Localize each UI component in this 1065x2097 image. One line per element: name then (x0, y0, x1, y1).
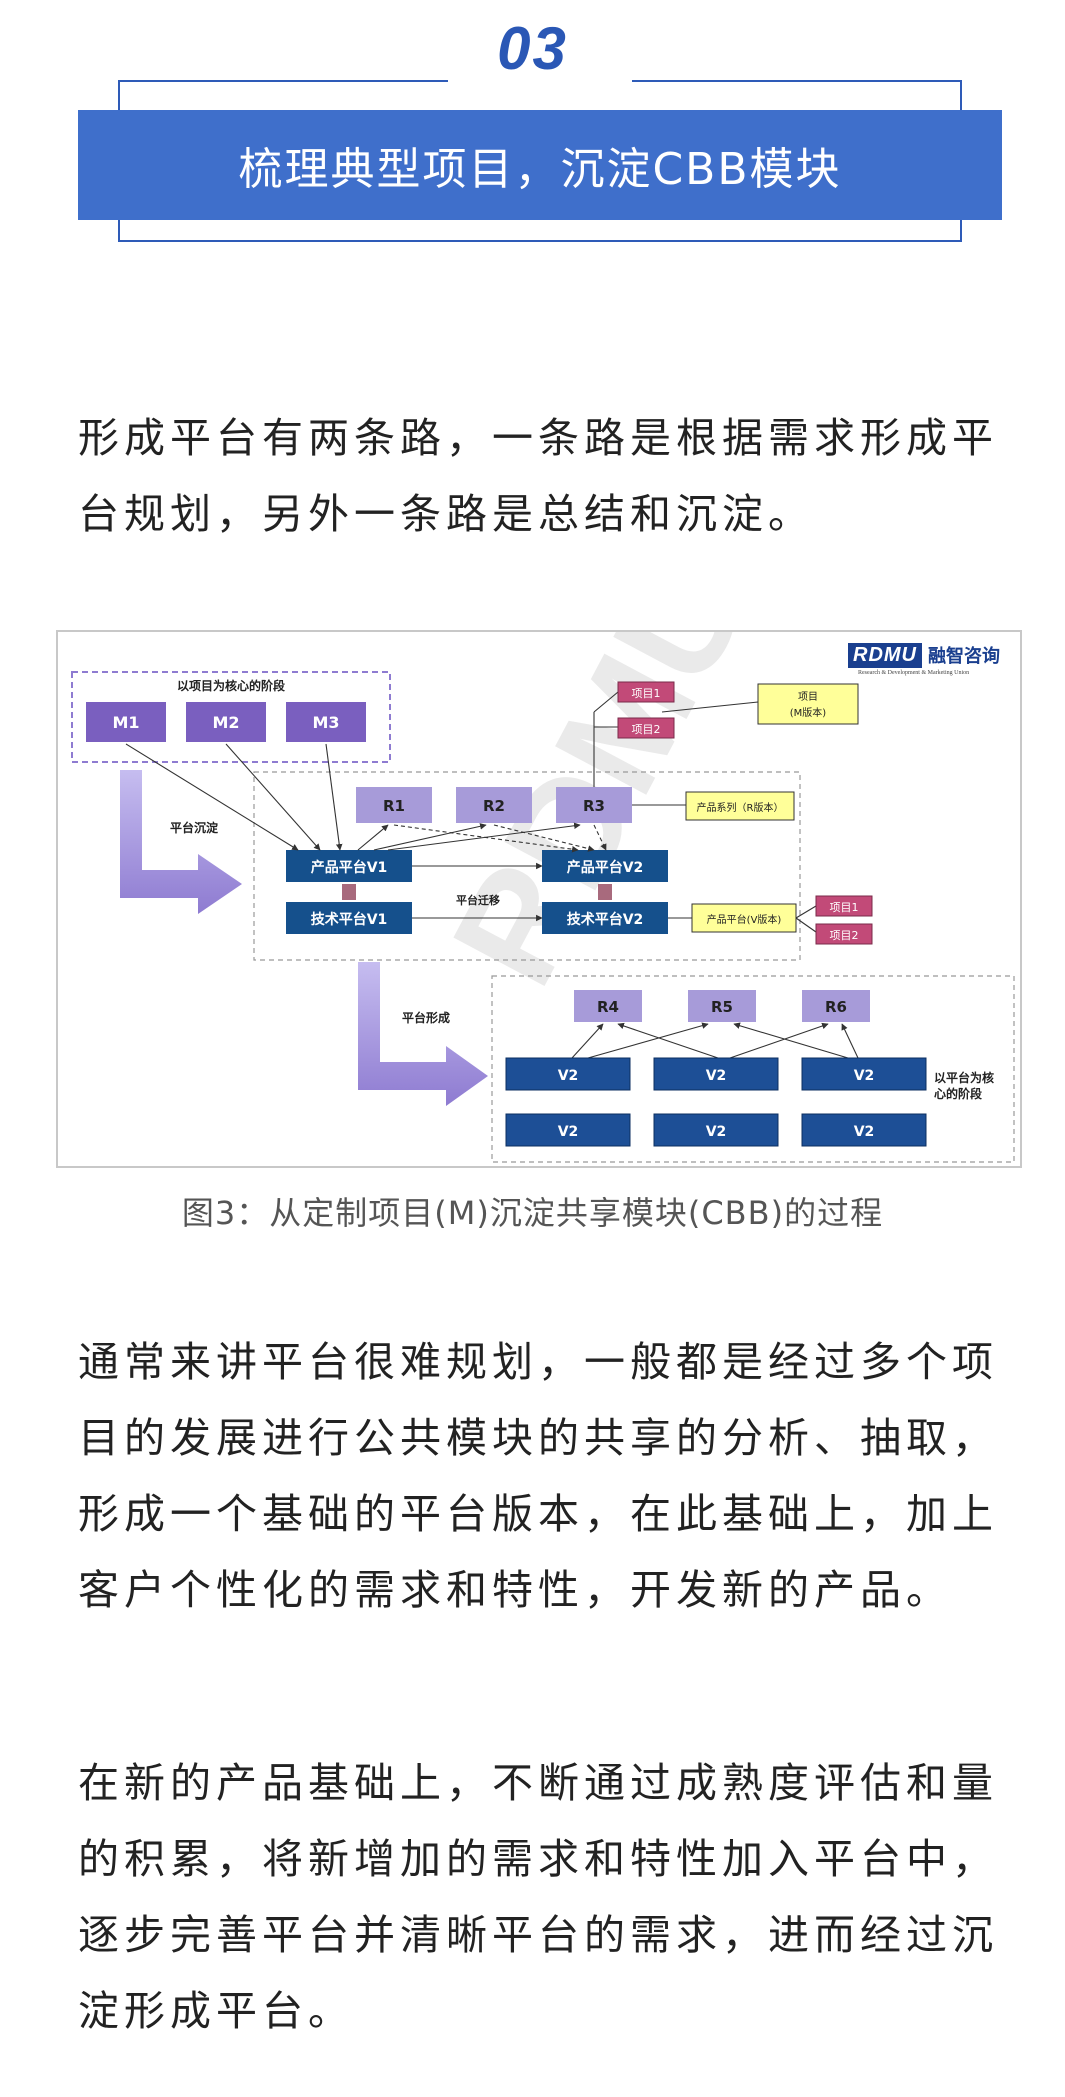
figure-caption: 图3：从定制项目(M)沉淀共享模块(CBB)的过程 (181, 1194, 884, 1232)
v-box-4: V2 (505, 1113, 631, 1147)
m-box-2: M2 (186, 702, 266, 742)
stage-platform-label-1: 以平台为核 (934, 1070, 994, 1085)
frame-line-bottom (118, 240, 962, 242)
svg-text:R3: R3 (583, 797, 605, 815)
svg-text:R1: R1 (383, 797, 405, 815)
svg-text:技术平台V2: 技术平台V2 (567, 911, 644, 928)
note-project-m: 项目 (M版本) (757, 683, 859, 725)
logo-subtitle: Research & Development & Marketing Union (858, 670, 970, 676)
tech-platform-v1: 技术平台V1 (286, 902, 412, 934)
diagram-figure: RDMU 以项目为核心的阶段 M1 M2 M3 平台沉淀 R1 R2 (56, 630, 1022, 1168)
section-number: 03 (497, 15, 568, 82)
m-box-1: M1 (86, 702, 166, 742)
stage-center-frame (253, 771, 801, 961)
note-product-platform: 产品平台(V版本) (691, 903, 797, 933)
paragraph-platform-formation: 在新的产品基础上，不断通过成熟度评估和量的积累，将新增加的需求和特性加入平台中，… (78, 1759, 998, 2035)
svg-text:V2: V2 (706, 1068, 727, 1084)
svg-text:V2: V2 (854, 1068, 875, 1084)
formation-label: 平台形成 (402, 1010, 450, 1025)
frame-line-top-right (632, 80, 962, 82)
svg-text:项目: 项目 (798, 691, 818, 703)
r-box-2: R2 (456, 787, 532, 823)
formation-arrow (358, 962, 488, 1106)
project-tag-right-1: 项目1 (815, 895, 873, 917)
migration-label: 平台迁移 (456, 893, 500, 907)
svg-text:产品平台V1: 产品平台V1 (311, 859, 388, 876)
sediment-arrow (120, 770, 242, 914)
link-arrow-v1 (342, 884, 356, 900)
svg-text:V2: V2 (854, 1124, 875, 1140)
product-platform-v1: 产品平台V1 (286, 850, 412, 882)
paragraph-intro: 形成平台有两条路，一条路是根据需求形成平台规划，另外一条路是总结和沉淀。 (78, 414, 998, 538)
link-arrow-v2 (598, 884, 612, 900)
svg-text:项目1: 项目1 (830, 901, 859, 914)
svg-text:技术平台V1: 技术平台V1 (311, 911, 388, 928)
svg-text:V2: V2 (706, 1124, 727, 1140)
v-box-6: V2 (801, 1113, 927, 1147)
r-box-1: R1 (356, 787, 432, 823)
svg-text:R6: R6 (825, 998, 847, 1016)
m-box-3: M3 (286, 702, 366, 742)
svg-text:M2: M2 (212, 713, 239, 732)
svg-text:产品平台(V版本): 产品平台(V版本) (707, 913, 782, 926)
logo-box-text: RDMU (848, 642, 922, 668)
project-tag-top-1: 项目1 (617, 681, 675, 703)
project-tag-top-2: 项目2 (617, 717, 675, 739)
svg-text:V2: V2 (558, 1068, 579, 1084)
svg-text:项目2: 项目2 (830, 929, 859, 942)
paragraph-platform-planning: 通常来讲平台很难规划，一般都是经过多个项目的发展进行公共模块的共享的分析、抽取，… (78, 1338, 998, 1614)
v-r-connectors (571, 1022, 859, 1059)
note-product-series: 产品系列（R版本） (685, 791, 795, 821)
v-box-5: V2 (653, 1113, 779, 1147)
stage-project-label: 以项目为核心的阶段 (177, 678, 286, 693)
section-title: 梳理典型项目，沉淀CBB模块 (78, 110, 1002, 220)
svg-text:M3: M3 (312, 713, 339, 732)
svg-text:项目2: 项目2 (632, 723, 661, 736)
v-box-2: V2 (653, 1057, 779, 1091)
svg-text:产品系列（R版本）: 产品系列（R版本） (697, 801, 784, 814)
stage-project-frame (71, 671, 391, 763)
sediment-label: 平台沉淀 (170, 820, 219, 835)
svg-text:(M版本): (M版本) (790, 706, 827, 719)
svg-text:项目1: 项目1 (632, 687, 661, 700)
svg-text:产品平台V2: 产品平台V2 (567, 859, 644, 876)
svg-text:M1: M1 (112, 713, 139, 732)
r-box-5: R5 (688, 990, 756, 1022)
svg-text:R4: R4 (597, 998, 619, 1016)
diagram-svg: RDMU 以项目为核心的阶段 M1 M2 M3 平台沉淀 R1 R2 (71, 632, 1015, 1163)
r-box-3: R3 (556, 787, 632, 823)
frame-line-top-left (118, 80, 448, 82)
connector-lines (125, 691, 817, 933)
r-box-4: R4 (574, 990, 642, 1022)
v-box-1: V2 (505, 1057, 631, 1091)
v-box-3: V2 (801, 1057, 927, 1091)
rdmu-logo: RDMU 融智咨询 (848, 640, 1000, 670)
tech-platform-v2: 技术平台V2 (542, 902, 668, 934)
svg-text:V2: V2 (558, 1124, 579, 1140)
logo-chinese-text: 融智咨询 (928, 646, 1000, 667)
svg-text:R5: R5 (711, 998, 733, 1016)
svg-text:R2: R2 (483, 797, 505, 815)
project-tag-right-2: 项目2 (815, 923, 873, 945)
r-box-6: R6 (802, 990, 870, 1022)
stage-platform-frame (491, 975, 1015, 1163)
stage-platform-label-2: 心的阶段 (934, 1086, 983, 1101)
product-platform-v2: 产品平台V2 (542, 850, 668, 882)
